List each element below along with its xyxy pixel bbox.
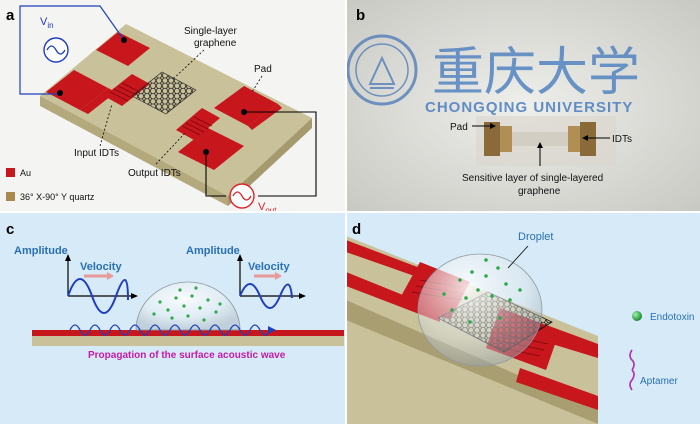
left-wave-axes (67, 258, 134, 297)
graphene-label-line1: Single-layer (184, 26, 237, 37)
amplitude-right-label: Amplitude (186, 245, 240, 257)
output-circuit (205, 111, 317, 197)
endotoxin-icon (632, 311, 642, 321)
input-idt-block (104, 74, 150, 106)
panel-d-endotoxins (442, 258, 522, 324)
panel-c-droplet (135, 281, 241, 331)
panel-c: c Amplitude Velocity (0, 212, 346, 424)
propagation-label: Propagation of the surface acoustic wave (88, 350, 286, 361)
device-photo (476, 116, 616, 166)
panel-c-letter: c (6, 221, 14, 238)
input-circuit (19, 5, 125, 95)
aptamer-label: Aptamer (640, 376, 678, 387)
legend-quartz-swatch (6, 192, 15, 201)
graphene-region (512, 132, 568, 146)
droplet-label: Droplet (518, 231, 553, 243)
panel-c-molecules (152, 286, 222, 322)
surface-acoustic-wave (69, 324, 271, 336)
amplitude-left-label: Amplitude (14, 245, 68, 257)
right-wave (239, 283, 293, 309)
panel-d-letter: d (352, 221, 361, 238)
graphene-label-line2: graphene (194, 38, 237, 49)
vout-label: Vout (258, 201, 277, 215)
university-seal-icon (346, 34, 418, 106)
left-wave (67, 278, 129, 314)
output-idts-label: Output IDTs (128, 168, 181, 179)
endotoxin-label: Endotoxin (650, 312, 694, 323)
panel-b-background (346, 0, 700, 212)
pad-top-left (96, 32, 150, 66)
left-pad (484, 122, 500, 156)
pad-label-b: Pad (450, 122, 468, 133)
idt-fingers (109, 82, 213, 136)
panel-d: d Droplet (346, 212, 700, 424)
legend-au-label: Au (20, 168, 31, 178)
vin-label: Vin (40, 16, 54, 30)
vout-source-icon (229, 183, 255, 209)
panel-a: a (0, 0, 346, 215)
input-idts-label: Input IDTs (74, 148, 119, 159)
panel-b: b 重庆大学 CHONGQING UNIVERSITY Pad IDTs Sen… (346, 0, 700, 212)
panel-d-droplet (417, 253, 543, 367)
quartz-substrate (40, 24, 312, 206)
legend-quartz-label: 36° X-90° Y quartz (20, 192, 95, 202)
university-name: CHONGQING UNIVERSITY (425, 99, 633, 116)
pad-top-right (214, 86, 278, 126)
velocity-right-label: Velocity (248, 261, 290, 273)
legend-au-swatch (6, 168, 15, 177)
aptamer-icon (629, 349, 635, 391)
velocity-left-label: Velocity (80, 261, 122, 273)
sensitive-layer-label-line1: Sensitive layer of single-layered (462, 173, 603, 184)
university-logo-chinese: 重庆大学 (432, 44, 640, 102)
panel-a-letter: a (6, 7, 15, 24)
graphene-sheet (131, 71, 197, 115)
pad-bottom-right (178, 128, 244, 170)
pad-label-a: Pad (254, 64, 272, 75)
panel-b-letter: b (356, 7, 365, 24)
sensitive-layer-label-line2: graphene (518, 186, 561, 197)
idts-label-b: IDTs (612, 134, 632, 145)
pad-bottom-left (46, 70, 108, 110)
